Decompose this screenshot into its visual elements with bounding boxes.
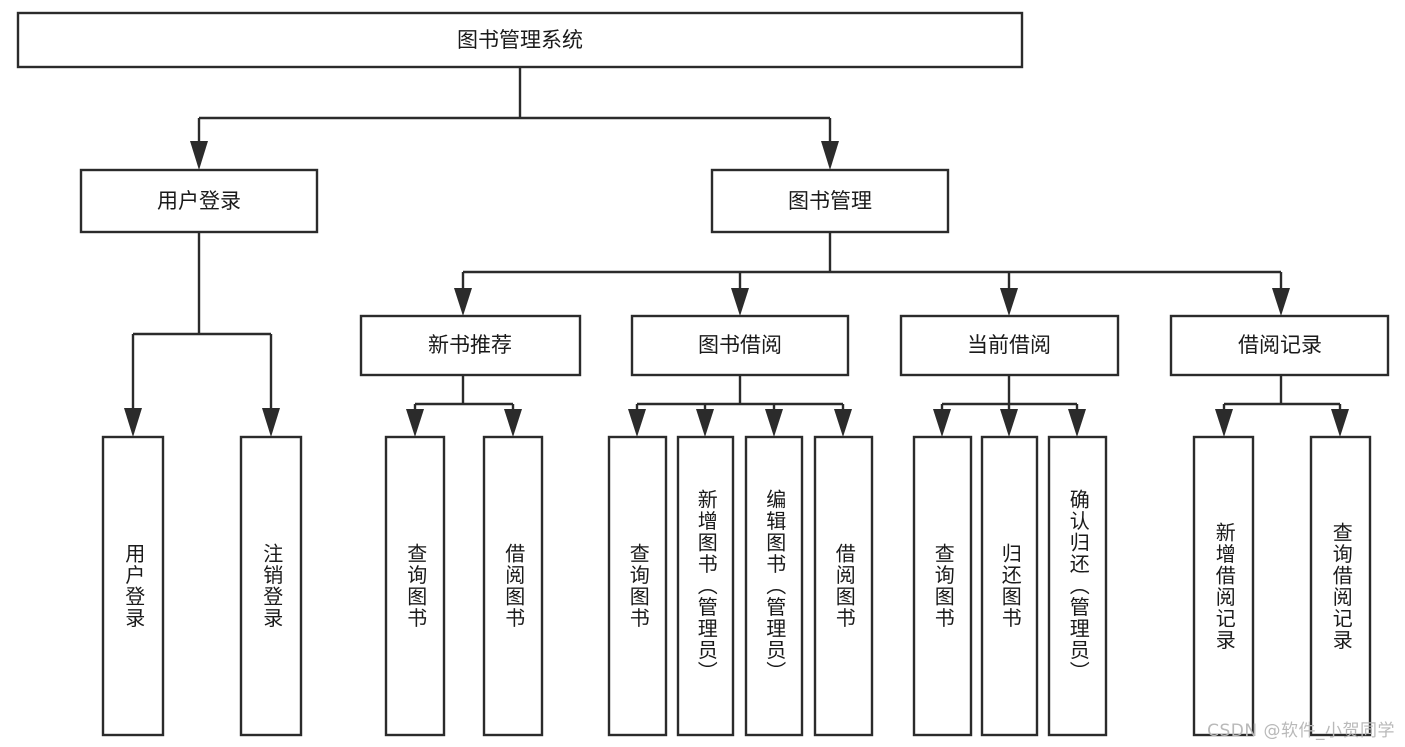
- node-book-borrow-box[interactable]: [630, 314, 850, 377]
- node-borrow-record-label: 借阅记录: [1238, 333, 1322, 357]
- node-leaf-confirm-return-box[interactable]: [1047, 435, 1108, 737]
- arrow-head-leaf-query-book-2: [628, 409, 646, 437]
- connector-group-book-manage: [454, 232, 1290, 316]
- connector-group-root: [190, 67, 839, 170]
- node-leaf-logout-box[interactable]: [239, 435, 303, 737]
- arrow-head-current-borrow: [1000, 288, 1018, 316]
- arrow-head-leaf-query-record: [1331, 409, 1349, 437]
- node-new-book-recommend-label: 新书推荐: [428, 333, 512, 357]
- node-borrow-record-box[interactable]: [1169, 314, 1390, 377]
- node-new-book-recommend[interactable]: 新书推荐: [359, 314, 582, 377]
- node-leaf-user-login-box[interactable]: [101, 435, 165, 737]
- connector-group-borrow-record: [1215, 375, 1349, 437]
- connector-group-new-book-recommend: [406, 375, 522, 437]
- node-leaf-query-record-box[interactable]: [1309, 435, 1372, 737]
- node-leaf-borrow-book-1-box[interactable]: [482, 435, 544, 737]
- arrow-head-leaf-query-book-3: [933, 409, 951, 437]
- node-current-borrow[interactable]: 当前借阅: [899, 314, 1120, 377]
- arrow-head-leaf-add-book: [696, 409, 714, 437]
- node-user-login-label: 用户登录: [157, 189, 241, 213]
- arrow-head-leaf-return-book: [1000, 409, 1018, 437]
- connector-group-current-borrow: [933, 375, 1086, 437]
- node-root-box[interactable]: [16, 11, 1024, 69]
- node-book-manage-label: 图书管理: [788, 189, 872, 213]
- node-current-borrow-label: 当前借阅: [967, 333, 1051, 357]
- arrow-head-leaf-edit-book: [765, 409, 783, 437]
- watermark-text: CSDN @软件_小贺同学: [1207, 721, 1395, 741]
- node-leaf-edit-book-box[interactable]: [744, 435, 804, 737]
- arrow-head-leaf-confirm-return: [1068, 409, 1086, 437]
- node-leaf-add-record-box[interactable]: [1192, 435, 1255, 737]
- node-leaf-borrow-book-2-box[interactable]: [813, 435, 874, 737]
- node-book-borrow[interactable]: 图书借阅: [630, 314, 850, 377]
- node-book-manage-box[interactable]: [710, 168, 950, 234]
- node-root[interactable]: 图书管理系统: [16, 11, 1024, 69]
- node-book-borrow-label: 图书借阅: [698, 333, 782, 357]
- arrow-head-leaf-logout: [262, 408, 280, 437]
- node-leaf-query-book-2-box[interactable]: [607, 435, 668, 737]
- node-leaf-add-book-box[interactable]: [676, 435, 735, 737]
- arrow-head-userlogin: [190, 141, 208, 170]
- node-leaf-query-book-3-box[interactable]: [912, 435, 973, 737]
- node-leaf-query-book-1-box[interactable]: [384, 435, 446, 737]
- connector-group-book-borrow: [628, 375, 852, 437]
- arrow-head-leaf-borrow-book-2: [834, 409, 852, 437]
- node-book-manage[interactable]: 图书管理: [710, 168, 950, 234]
- node-user-login-box[interactable]: [79, 168, 319, 234]
- arrow-head-new-book-recommend: [454, 288, 472, 316]
- arrow-head-leaf-borrow-book-1: [504, 409, 522, 437]
- arrow-head-book-borrow: [731, 288, 749, 316]
- node-borrow-record[interactable]: 借阅记录: [1169, 314, 1390, 377]
- node-leaf-return-book-box[interactable]: [980, 435, 1039, 737]
- arrow-head-leaf-user-login: [124, 408, 142, 437]
- arrow-head-leaf-add-record: [1215, 409, 1233, 437]
- node-new-book-recommend-box[interactable]: [359, 314, 582, 377]
- node-root-label: 图书管理系统: [457, 28, 583, 52]
- node-user-login[interactable]: 用户登录: [79, 168, 319, 234]
- connector-group-user-login: [124, 232, 280, 437]
- arrow-head-leaf-query-book-1: [406, 409, 424, 437]
- arrow-head-bookmanage: [821, 141, 839, 170]
- arrow-head-borrow-record: [1272, 288, 1290, 316]
- node-current-borrow-box[interactable]: [899, 314, 1120, 377]
